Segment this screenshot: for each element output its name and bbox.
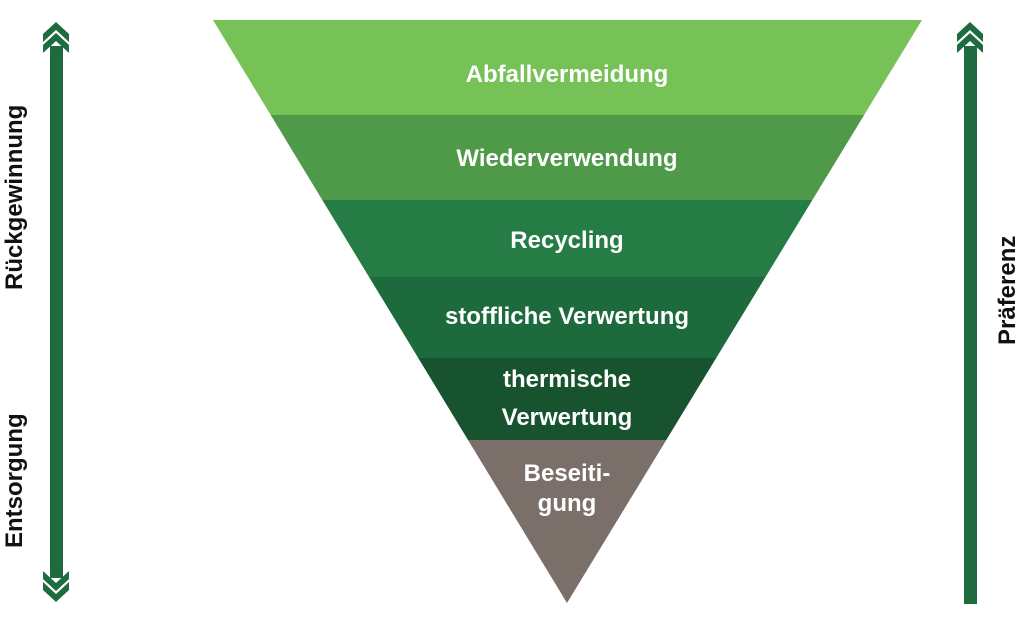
level-band-1 — [213, 20, 922, 115]
level-label: Abfallvermeidung — [466, 61, 669, 88]
level-label: thermische — [503, 366, 631, 393]
level-label: stoffliche Verwertung — [445, 303, 689, 330]
level-band-2 — [213, 115, 922, 200]
level-label: gung — [538, 490, 597, 517]
label-rueckgewinnung: Rückgewinnung — [1, 105, 28, 290]
level-label: Wiederverwendung — [456, 145, 677, 172]
level-label: Beseiti- — [524, 460, 611, 487]
label-praeferenz: Präferenz — [994, 236, 1021, 345]
right-up-arrow — [957, 22, 983, 604]
level-label: Verwertung — [502, 404, 633, 431]
level-label: Recycling — [510, 227, 623, 254]
left-double-arrow — [43, 22, 69, 602]
label-entsorgung: Entsorgung — [1, 413, 28, 548]
